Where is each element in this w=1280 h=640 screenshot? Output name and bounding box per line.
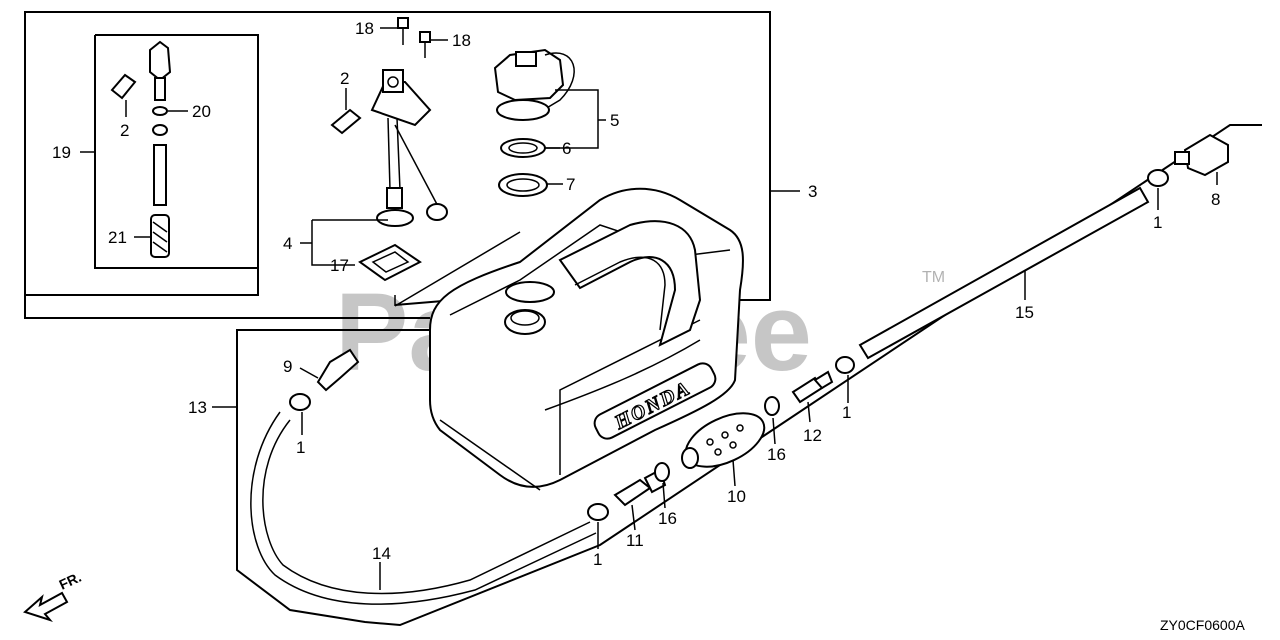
strainer-21 [150, 214, 170, 258]
callout-18a: 18 [355, 19, 374, 38]
front-direction-label: FR. [57, 569, 84, 593]
callout-16a: 16 [767, 445, 786, 464]
callout-14: 14 [372, 544, 391, 563]
fuel-tank: HONDA [429, 187, 744, 491]
primer-bulb-10 [681, 412, 766, 469]
joint-12 [791, 370, 834, 404]
clip-1a [1147, 169, 1169, 187]
callout-8: 8 [1211, 190, 1220, 209]
callout-17: 17 [330, 256, 349, 275]
callout-13: 13 [188, 398, 207, 417]
joint-9 [316, 348, 360, 392]
fuel-cap [493, 48, 575, 121]
callout-4: 4 [283, 234, 292, 253]
pickup-tube [153, 144, 167, 206]
callout-20: 20 [192, 102, 211, 121]
callout-10: 10 [727, 487, 746, 506]
screw-18b [419, 31, 431, 58]
callout-9: 9 [283, 357, 292, 376]
fuel-hose-14 [262, 419, 591, 595]
o-ring-20 [152, 106, 168, 116]
cap-gasket-ring [500, 138, 546, 158]
fuel-gauge-assembly [370, 69, 448, 227]
clip-1d [587, 503, 609, 521]
callout-1a: 1 [1153, 213, 1162, 232]
callout-12: 12 [803, 426, 822, 445]
washer-16a [764, 396, 780, 416]
callout-11: 11 [626, 531, 644, 550]
washer-16b [654, 462, 670, 482]
gauge-gasket [358, 243, 422, 282]
hose-connector-8 [1174, 133, 1229, 177]
watermark-trademark: TM [922, 269, 945, 286]
callout-18b: 18 [452, 31, 471, 50]
diagram-code: ZY0CF0600A [1160, 617, 1245, 633]
clip-1b [835, 356, 855, 374]
callout-5: 5 [610, 111, 619, 130]
callout-2a: 2 [340, 69, 349, 88]
fuel-hose-15 [858, 186, 1150, 360]
callout-7: 7 [566, 175, 575, 194]
fitting-2-tank [330, 108, 362, 135]
callout-15: 15 [1015, 303, 1034, 322]
front-direction-arrow [23, 591, 69, 622]
callout-21: 21 [108, 228, 127, 247]
strainer-elbow [149, 40, 172, 101]
callout-2b: 2 [120, 121, 129, 140]
clip-1c [289, 393, 311, 411]
callout-3: 3 [808, 182, 817, 201]
callout-1d: 1 [593, 550, 602, 569]
callout-1c: 1 [842, 403, 851, 422]
callout-1b: 1 [296, 438, 305, 457]
callout-16b: 16 [658, 509, 677, 528]
screw-18a [397, 17, 409, 45]
fitting-2-kit [110, 73, 137, 100]
callout-19: 19 [52, 143, 71, 162]
strainer-ring [498, 173, 548, 197]
callout-6: 6 [562, 139, 571, 158]
collar [152, 124, 168, 136]
